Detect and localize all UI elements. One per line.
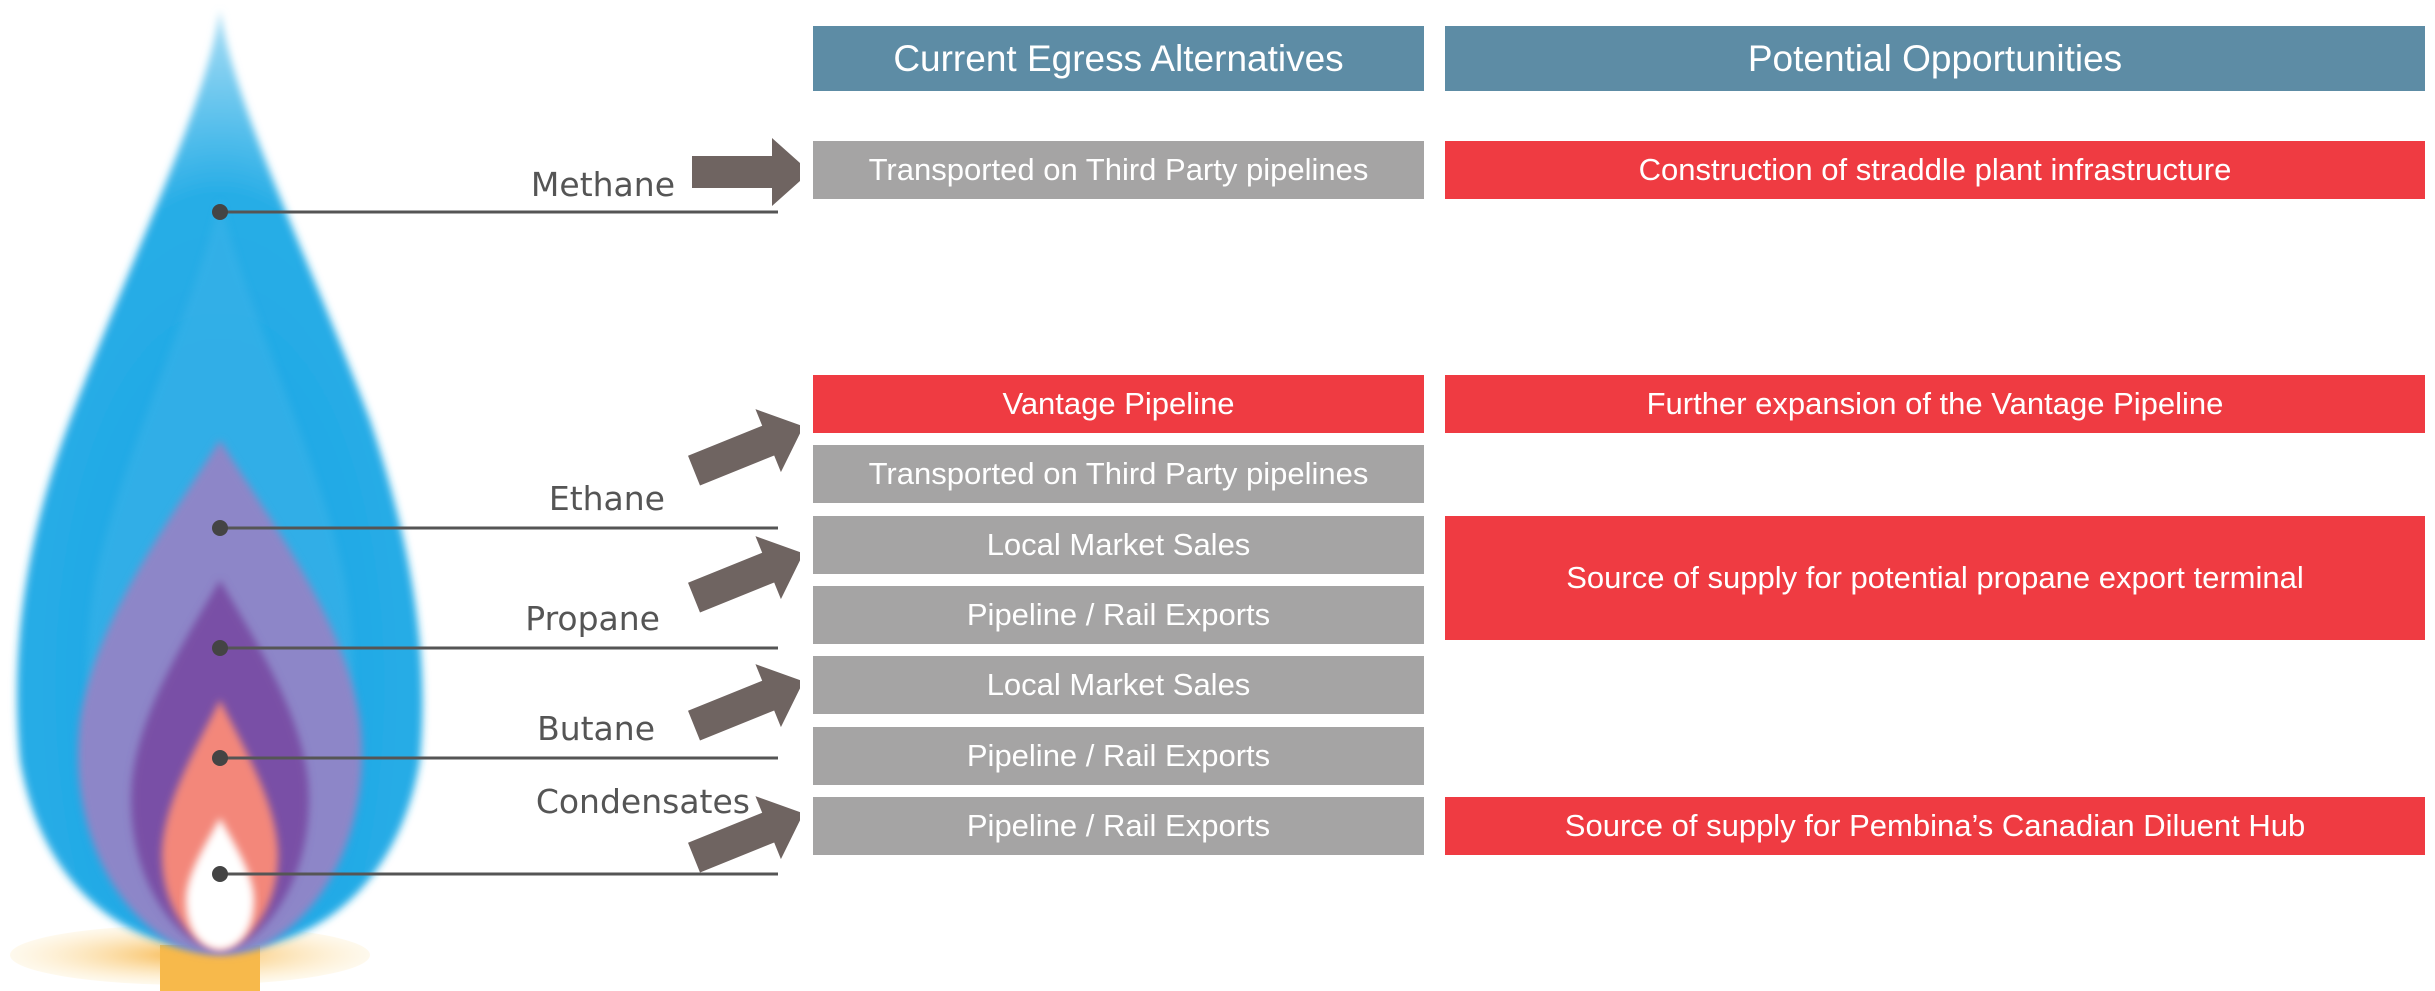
ethane-dot — [212, 520, 228, 536]
vantage-pipeline-box: Vantage Pipeline — [813, 375, 1424, 433]
butane-local-market-box: Local Market Sales — [813, 656, 1424, 714]
ethane-label: Ethane — [549, 479, 665, 518]
potential-opportunities-header: Potential Opportunities — [1445, 26, 2425, 91]
butane-dot — [212, 750, 228, 766]
methane-third-party-box: Transported on Third Party pipelines — [813, 141, 1424, 199]
condensates-export-box: Pipeline / Rail Exports — [813, 797, 1424, 855]
straddle-plant-box: Construction of straddle plant infrastru… — [1445, 141, 2425, 199]
propane-label: Propane — [525, 599, 660, 638]
ethane-third-party-box: Transported on Third Party pipelines — [813, 445, 1424, 503]
diluent-hub-box: Source of supply for Pembina’s Canadian … — [1445, 797, 2425, 855]
condensates-dot — [212, 866, 228, 882]
methane-dot — [212, 204, 228, 220]
propane-dot — [212, 640, 228, 656]
butane-export-box: Pipeline / Rail Exports — [813, 727, 1424, 785]
current-egress-header: Current Egress Alternatives — [813, 26, 1424, 91]
propane-export-terminal-box: Source of supply for potential propane e… — [1445, 516, 2425, 640]
methane-label: Methane — [531, 165, 675, 204]
propane-local-market-box: Local Market Sales — [813, 516, 1424, 574]
ethane-arrow — [688, 409, 800, 486]
vantage-expansion-box: Further expansion of the Vantage Pipelin… — [1445, 375, 2425, 433]
propane-export-box: Pipeline / Rail Exports — [813, 586, 1424, 644]
propane-arrow — [688, 536, 800, 613]
flame-center — [186, 818, 254, 950]
butane-label: Butane — [537, 709, 655, 748]
butane-arrow — [688, 664, 800, 741]
flame-diagram: Methane Ethane Propane Butane Condensate… — [10, 10, 800, 991]
condensates-arrow — [688, 796, 800, 873]
methane-arrow — [692, 138, 800, 206]
condensates-label: Condensates — [536, 782, 750, 821]
